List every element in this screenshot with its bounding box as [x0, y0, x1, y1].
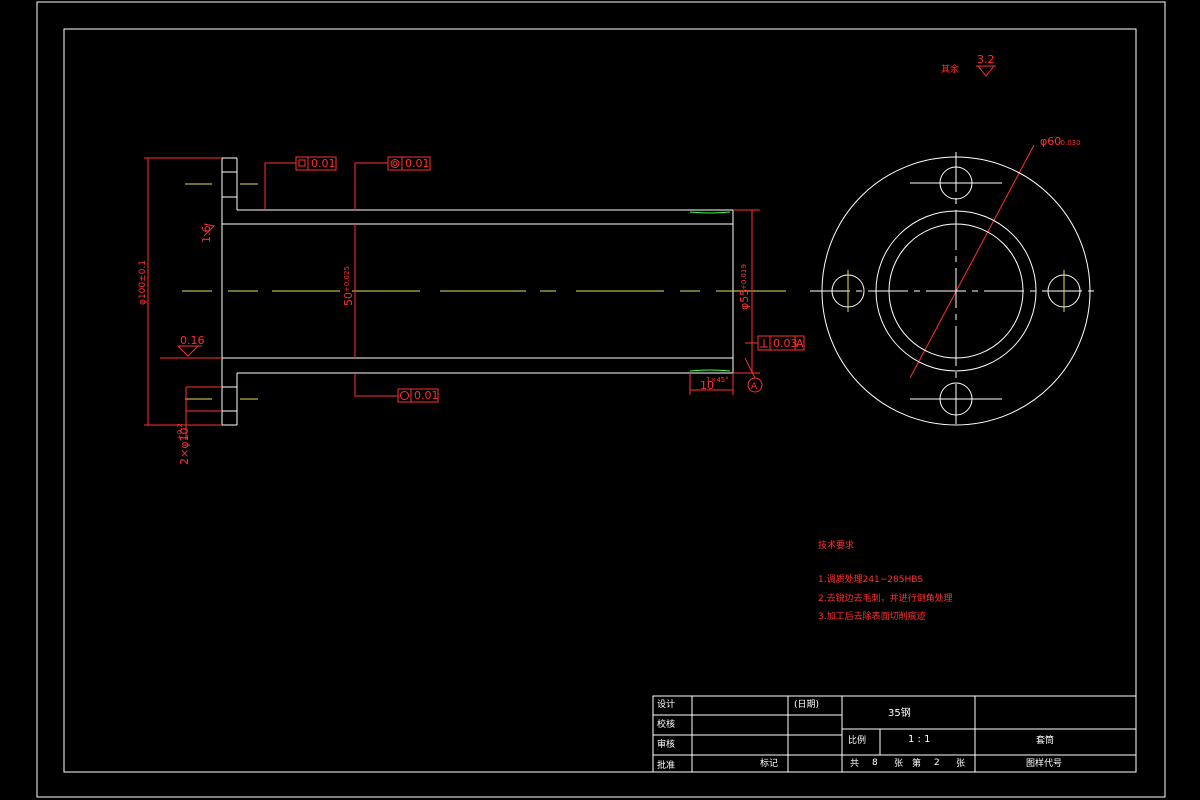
center-lines	[182, 183, 786, 400]
tb-scale-value: 1 : 1	[908, 734, 931, 745]
end-view-center-lines	[810, 152, 1100, 430]
bore-tol: +0.025	[343, 266, 351, 292]
tb-review-label: 审核	[657, 740, 676, 750]
holes-tol: +0.2	[176, 423, 184, 440]
sheet-outer-border	[36, 1, 1166, 798]
chamfer-marks	[689, 211, 731, 372]
end-view-hole-axes	[847, 270, 1065, 312]
tb-sheet-value: 2	[934, 758, 940, 768]
tb-drawing-no-label: 图样代号	[1026, 759, 1063, 769]
tb-part-name: 套筒	[1036, 736, 1055, 746]
tb-sheet-unit-1: 张	[894, 759, 904, 769]
right-view-tol: -0.030	[1058, 139, 1081, 147]
outer-diameter-dim: φ55	[738, 289, 751, 310]
concentricity-value: 0.01	[405, 157, 430, 170]
tb-sheet-word: 第	[912, 759, 922, 769]
notes-title: 技术要求	[818, 541, 855, 551]
flange-diameter-dim: φ100±0.1	[138, 260, 148, 305]
tb-design-label: 设计	[657, 700, 676, 710]
section-view	[221, 157, 734, 426]
outer-tol: +0.019	[740, 264, 748, 290]
tb-date-label: (日期)	[794, 700, 820, 710]
perpendicularity-value: 0.03	[773, 337, 798, 350]
tb-check-label: 校核	[657, 720, 676, 730]
datum-label: A	[751, 382, 758, 392]
tb-scale-label: 比例	[848, 736, 867, 746]
roughness-value: 3.2	[977, 53, 995, 66]
flatness-value: 0.01	[311, 157, 336, 170]
bore-dim: 50	[342, 292, 355, 306]
dimension-lines	[144, 65, 1035, 440]
note-item-3: 3.加工后去除表面切削痕迹	[818, 612, 926, 622]
roughness-label: 其余	[941, 63, 959, 75]
chamfer-label: 1×45°	[706, 376, 729, 384]
shoulder-roughness: 0.16	[180, 334, 205, 347]
tb-total-value: 8	[872, 758, 878, 768]
tb-sheet-unit-2: 张	[956, 759, 966, 769]
title-block-grid	[652, 695, 1137, 773]
tb-total-label: 共	[850, 759, 860, 769]
sheet-inner-border	[63, 28, 1137, 773]
note-item-1: 1.调质处理241~285HBS	[818, 575, 923, 585]
tb-approve-label: 批准	[657, 761, 676, 771]
tb-seal-label: 标记	[760, 759, 779, 769]
inner-roughness: 1.6	[200, 226, 213, 244]
right-view-diameter: φ60	[1040, 135, 1061, 148]
datum-ref: A	[796, 337, 804, 350]
tb-material: 35钢	[888, 708, 911, 719]
chamfer-dim: 10	[700, 379, 714, 392]
note-item-2: 2.去锐边去毛刺，并进行倒角处理	[818, 594, 953, 604]
position-value: 0.01	[414, 389, 439, 402]
tolerance-frames	[295, 156, 805, 403]
holes-dim: 2×φ10	[178, 428, 191, 465]
